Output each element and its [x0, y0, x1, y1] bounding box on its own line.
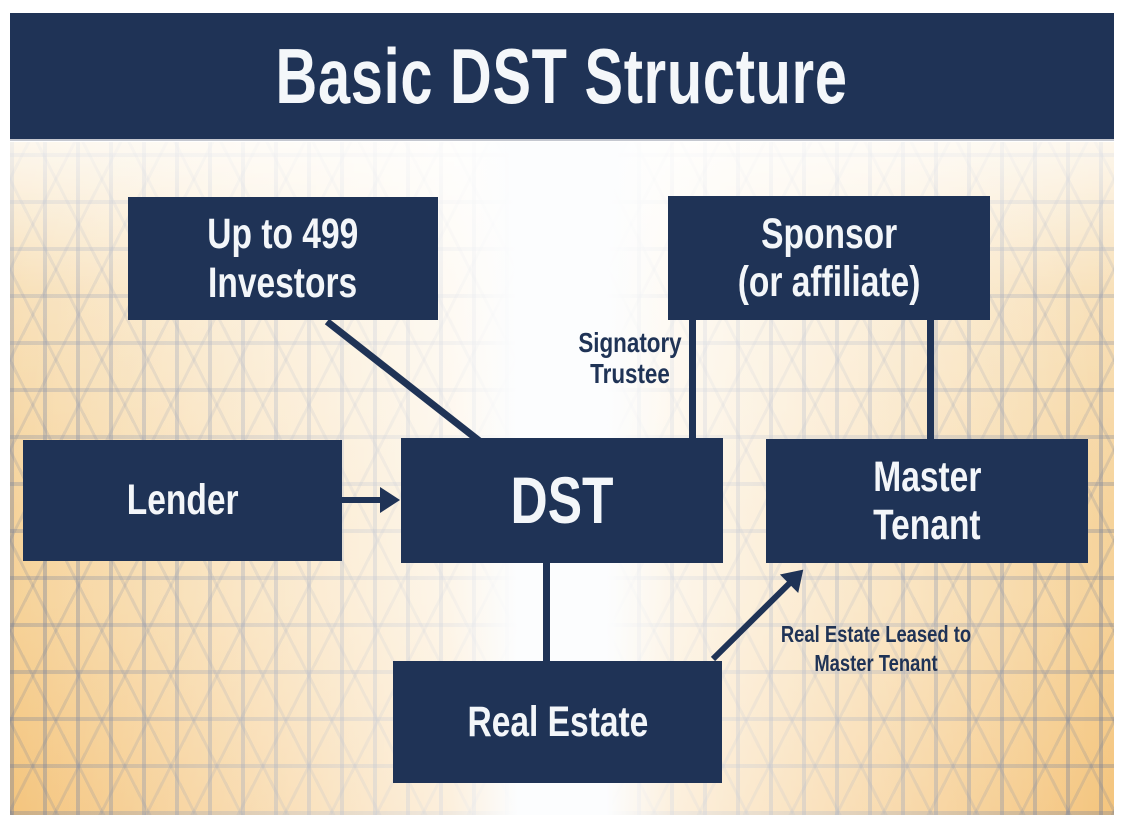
- node-master-tenant: Master Tenant: [766, 439, 1088, 563]
- node-dst: DST: [401, 438, 723, 563]
- node-sponsor: Sponsor (or affiliate): [668, 196, 990, 320]
- label-real-estate-leased: Real Estate Leased to Master Tenant: [780, 621, 972, 676]
- page-title: Basic DST Structure: [275, 31, 849, 120]
- edge-sponsor-to-master-tenant: [927, 320, 934, 441]
- title-banner: Basic DST Structure: [10, 13, 1114, 139]
- edge-dst-to-real-estate: [543, 562, 550, 662]
- edge-sponsor-to-dst: [689, 320, 696, 440]
- node-real-estate: Real Estate: [393, 661, 722, 783]
- node-lender: Lender: [23, 440, 342, 561]
- node-investors: Up to 499 Investors: [128, 197, 438, 320]
- arrow-shaft: [342, 497, 383, 503]
- arrowhead-icon: [380, 487, 400, 513]
- label-signatory-trustee: Signatory Trustee: [578, 327, 682, 389]
